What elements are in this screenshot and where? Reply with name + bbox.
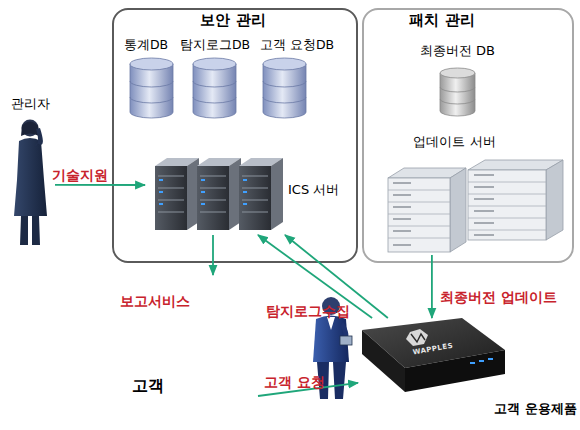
node-label: 탐지로그DB [176, 38, 254, 52]
database-node: 탐지로그DB [176, 38, 254, 120]
rack-slits [393, 183, 411, 245]
device-front [362, 330, 405, 392]
edge-label: 보고서비스 [120, 293, 210, 309]
database-band [130, 81, 173, 103]
group-box: 패치 관리최종버전 DB 업데이트 서버 [362, 8, 574, 263]
device-node: 고객 운용제품 [358, 318, 578, 426]
database-cylinder [440, 73, 475, 116]
node-label: 통계DB [116, 38, 176, 52]
person-head [322, 297, 340, 315]
device-front [405, 350, 505, 392]
person-node: 관리자 [5, 95, 55, 250]
database-top [193, 58, 236, 70]
database-top [263, 58, 306, 70]
database-node: 고객 요청DB [254, 38, 340, 120]
database-cylinder [193, 64, 236, 118]
device-logo-mark [411, 334, 425, 342]
rack-slots [158, 176, 184, 212]
connector-arrow [258, 383, 358, 396]
rack-front [155, 166, 187, 230]
node-label: 업데이트 서버 [402, 135, 507, 150]
node-label: 최종버전 DB [405, 44, 510, 59]
database-node: 통계DB [116, 38, 176, 120]
rack-lights [243, 179, 247, 205]
connector-arrow [258, 235, 372, 318]
product-logo-text: WAPPLES [410, 341, 457, 358]
rack-front [197, 166, 229, 230]
person-head [22, 120, 39, 137]
server-node: 업데이트 서버 [382, 133, 567, 255]
node-label: 관리자 [2, 97, 58, 112]
rack-side [271, 158, 283, 230]
database-band [193, 81, 236, 103]
rack-lights [201, 179, 205, 205]
connector-arrow [212, 235, 214, 275]
person-arm [34, 128, 43, 147]
database-node: 최종버전 DB [405, 42, 510, 120]
connector-arrow [431, 255, 433, 318]
rack-front [239, 166, 271, 230]
rack-slots [200, 176, 226, 212]
person-shirt [327, 317, 335, 330]
edge-label: 최종버전 업데이트 [440, 289, 578, 305]
server-node: ICS 서버 [145, 140, 345, 235]
rack-front [388, 178, 450, 252]
database-band [263, 81, 306, 103]
group-title: 보안 관리 [112, 12, 354, 29]
person-tablet [340, 336, 352, 345]
connector-arrow [55, 184, 145, 186]
database-top [440, 68, 475, 78]
database-band [440, 87, 475, 104]
database-top [130, 58, 173, 70]
edge-label: 고객 요청 [264, 374, 344, 390]
person-node: 고객 [130, 275, 355, 396]
device-logo [406, 329, 428, 346]
edge-label: 탐지로그수집 [266, 303, 358, 319]
rack-slits [474, 175, 494, 235]
person-hair [21, 122, 39, 137]
node-label: ICS 서버 [288, 183, 348, 198]
node-label: 고객 요청DB [254, 38, 340, 52]
rack-side [450, 168, 466, 252]
database-cylinder [263, 64, 306, 118]
connector-arrow [285, 235, 388, 318]
node-label: 고객 [132, 377, 182, 395]
node-label: 고객 운용제품 [494, 402, 580, 417]
rack-side [546, 160, 563, 240]
rack-lights [159, 179, 163, 205]
person-coat [14, 138, 47, 216]
device-lights [470, 358, 493, 364]
rack-front [468, 170, 546, 240]
database-cylinder [130, 64, 173, 118]
group-title: 패치 관리 [362, 12, 522, 29]
person-legs [317, 362, 346, 399]
rack-slots [242, 176, 268, 212]
person-legs [20, 216, 40, 245]
group-box: 보안 관리통계DB탐지로그DB고객 요청DB ICS 서버 [112, 8, 358, 263]
